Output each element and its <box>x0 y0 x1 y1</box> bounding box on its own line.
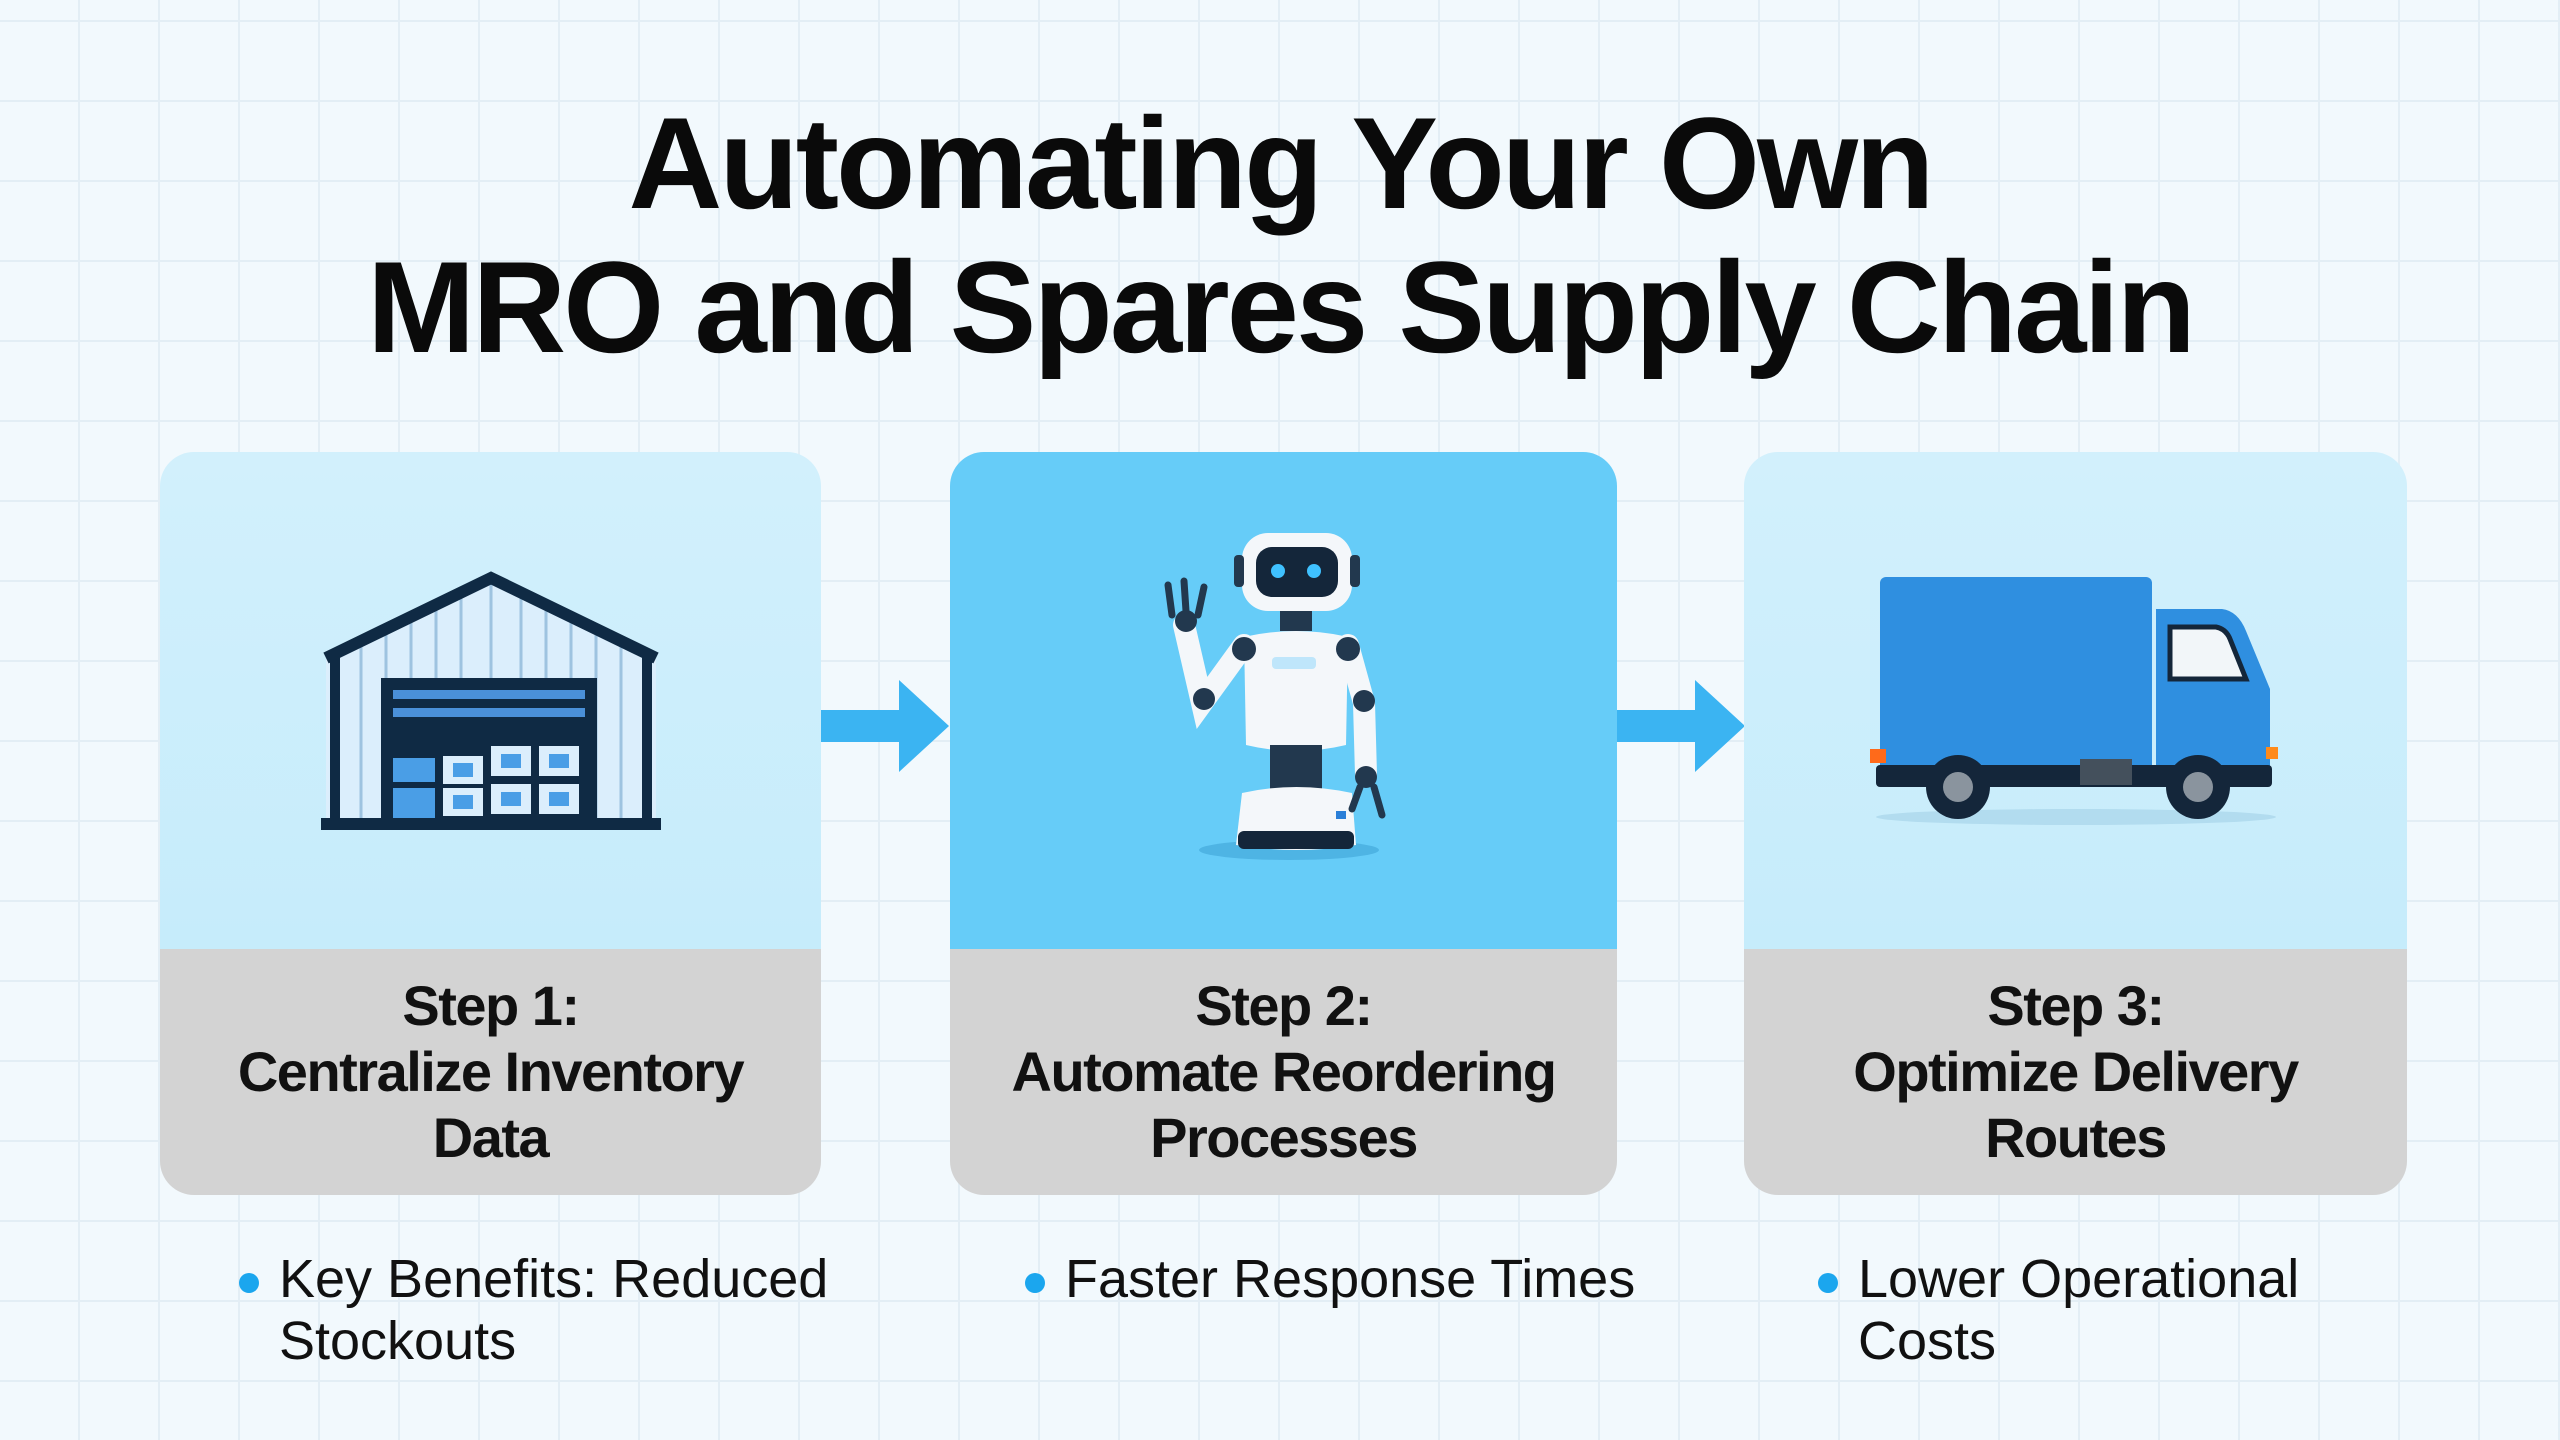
step-2-benefit: Faster Response Times <box>1025 1248 1636 1310</box>
step-title: Centralize Inventory <box>237 1040 745 1103</box>
step-2-label: Step 2: Automate Reordering Processes <box>950 949 1617 1195</box>
benefit-text: Stockouts <box>279 1311 517 1371</box>
step-title: Data <box>432 1106 550 1169</box>
step-3-label: Step 3: Optimize Delivery Routes <box>1744 949 2407 1195</box>
title-line-1: Automating Your Own <box>628 90 1934 236</box>
step-1-label: Step 1: Centralize Inventory Data <box>160 949 821 1195</box>
title-line-2: MRO and Spares Supply Chain <box>367 234 2196 380</box>
step-title: Automate Reordering <box>1011 1040 1558 1103</box>
step-number: Step 1: <box>402 974 580 1037</box>
step-number: Step 3: <box>1987 974 2165 1037</box>
arrow-right-icon <box>1617 680 1745 772</box>
benefit-text: Costs <box>1858 1311 1997 1371</box>
step-2-card: Step 2: Automate Reordering Processes <box>950 452 1617 1195</box>
benefit-text: Faster Response Times <box>1065 1249 1636 1309</box>
benefit-text: Lower Operational <box>1858 1249 2300 1309</box>
truck-icon <box>1869 576 2278 825</box>
step-3-card: Step 3: Optimize Delivery Routes <box>1744 452 2407 1195</box>
robot-icon <box>1164 532 1385 860</box>
bullet-dot-icon <box>1818 1273 1838 1293</box>
step-3-benefit: Lower Operational Costs <box>1818 1248 2300 1372</box>
arrow-right-icon <box>821 680 949 772</box>
step-title: Routes <box>1985 1106 2167 1169</box>
step-title: Optimize Delivery <box>1853 1040 2299 1103</box>
step-title: Processes <box>1150 1106 1418 1169</box>
step-1-benefit: Key Benefits: Reduced Stockouts <box>239 1248 829 1372</box>
warehouse-icon <box>320 570 661 830</box>
step-number: Step 2: <box>1195 974 1373 1037</box>
step-1-card: Step 1: Centralize Inventory Data <box>160 452 821 1195</box>
benefit-text: Key Benefits: Reduced <box>279 1249 829 1309</box>
bullet-dot-icon <box>239 1273 259 1293</box>
bullet-dot-icon <box>1025 1273 1045 1293</box>
